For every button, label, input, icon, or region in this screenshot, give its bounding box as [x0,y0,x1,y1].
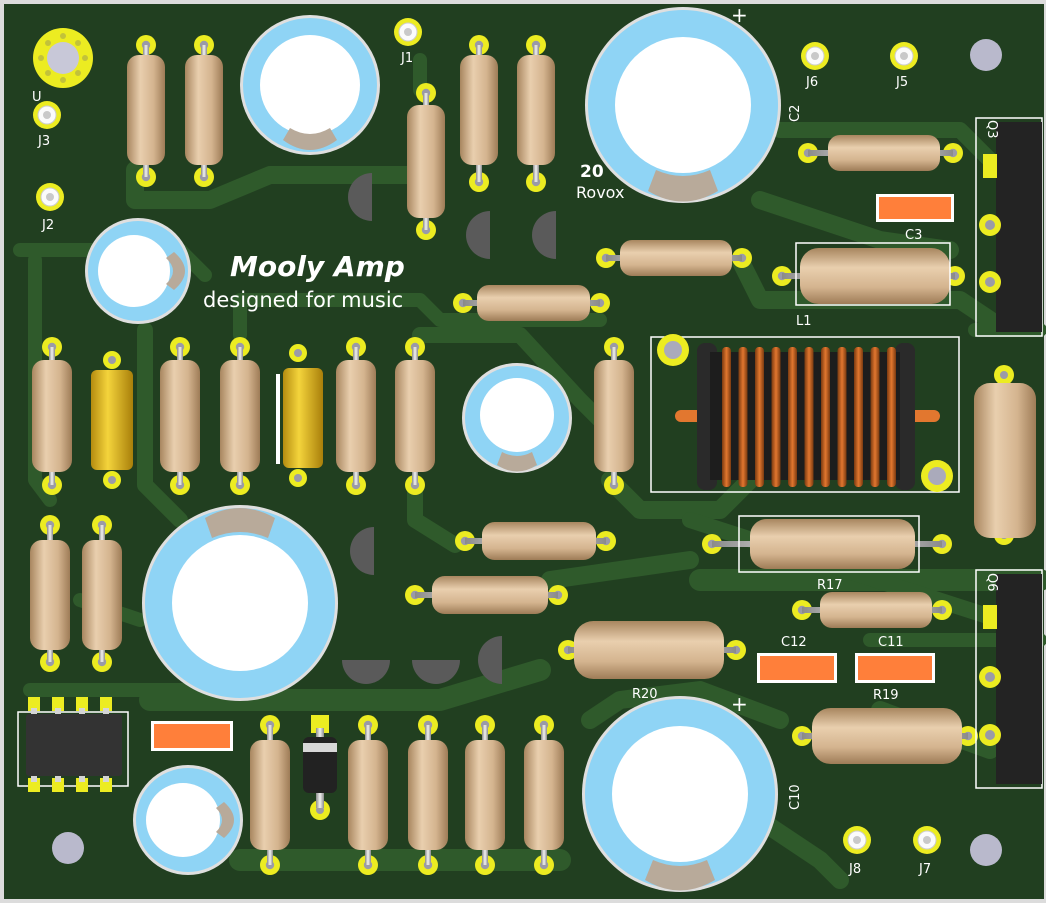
power-connector-pad [33,28,93,88]
resistor-horizontal [405,576,568,614]
resistor-vertical [160,337,200,495]
horizontal-resistors [405,135,978,764]
smd-capacitors [151,194,954,751]
testpoint-j5 [890,42,918,70]
resistor-horizontal [596,240,752,276]
mounting-holes [52,39,1002,866]
power-transistors [975,117,1043,789]
label-j3: J3 [37,134,50,149]
resistor-horizontal [792,708,978,764]
resistor-vertical [594,337,634,495]
label-u: U [32,90,42,105]
resistor-horizontal [798,135,963,171]
resistor-vertical [524,715,564,875]
capacitor-left-small [85,218,191,324]
resistor-vertical [336,337,376,495]
resistor-horizontal [455,522,616,560]
testpoint-j1 [394,18,422,46]
film-capacitors [91,344,323,489]
resistor-vertical [220,337,260,495]
resistor-horizontal [558,621,746,679]
resistor-vertical [517,35,555,192]
resistor-horizontal [453,285,610,321]
resistor-horizontal [702,519,952,569]
film-cap-2 [276,344,323,487]
inductor-coil [650,334,960,493]
label-j1: J1 [400,51,413,66]
film-cap-1 [91,351,133,489]
testpoint-j8 [843,826,871,854]
testpoint-j6 [801,42,829,70]
resistor-right-large [974,365,1036,545]
label-r17: R17 [817,578,843,593]
resistor-vertical [407,83,445,240]
label-q-bottom: Q6 [984,573,999,592]
capacitor-big-left [142,505,338,701]
resistor-vertical [408,715,448,875]
ic-dip8 [17,697,129,792]
label-c3: C3 [905,228,922,243]
capacitor-center-small [462,363,572,473]
label-j5: J5 [895,75,908,90]
label-j6: J6 [805,75,818,90]
label-l1: L1 [796,314,812,329]
board-subtitle: designed for music [203,288,403,312]
silkscreen-outlines [738,242,951,573]
capacitor-top-left [240,15,380,155]
copper-traces [13,53,1046,889]
transistors-to92 [342,173,556,684]
label-j2: J2 [41,218,54,233]
resistor-vertical [185,35,223,187]
resistor-vertical [465,715,505,875]
resistor-vertical [460,35,498,192]
polarity-plus-top: + [731,3,748,27]
resistor-vertical [127,35,165,187]
label-c2: C2 [788,105,803,122]
label-c10: C10 [788,784,803,810]
board-author: Rovox [576,183,624,202]
testpoint-j7 [913,826,941,854]
label-j7: J7 [918,862,931,877]
silkscreen-text: Mooly Amp designed for music 20 Rovox J1… [32,3,999,877]
resistor-vertical [82,515,122,672]
label-c12: C12 [781,635,807,650]
testpoint-j2 [36,183,64,211]
resistor-vertical [30,515,70,672]
resistor-horizontal [792,592,952,628]
board-title: Mooly Amp [230,250,405,283]
capacitor-c2 [585,7,781,203]
electrolytic-capacitors [85,7,781,892]
resistor-vertical [32,337,72,495]
label-c11: C11 [878,635,904,650]
testpoint-j3 [33,101,61,129]
vertical-resistors [30,35,634,875]
resistor-horizontal [772,248,965,304]
polarity-plus-bottom: + [731,692,748,716]
resistor-vertical [395,337,435,495]
capacitor-c10 [582,696,778,892]
label-q-top: Q3 [984,120,999,139]
test-points [33,18,941,854]
label-r20: R20 [632,687,658,702]
board-year: 20 [580,162,604,182]
label-j8: J8 [848,862,861,877]
diode [303,715,337,820]
label-r19: R19 [873,688,899,703]
transistor-q-top [975,117,1043,337]
resistor-vertical [348,715,388,875]
resistor-vertical [250,715,290,875]
transistor-q-bottom [975,569,1043,789]
capacitor-bottom-left-small [133,765,243,875]
